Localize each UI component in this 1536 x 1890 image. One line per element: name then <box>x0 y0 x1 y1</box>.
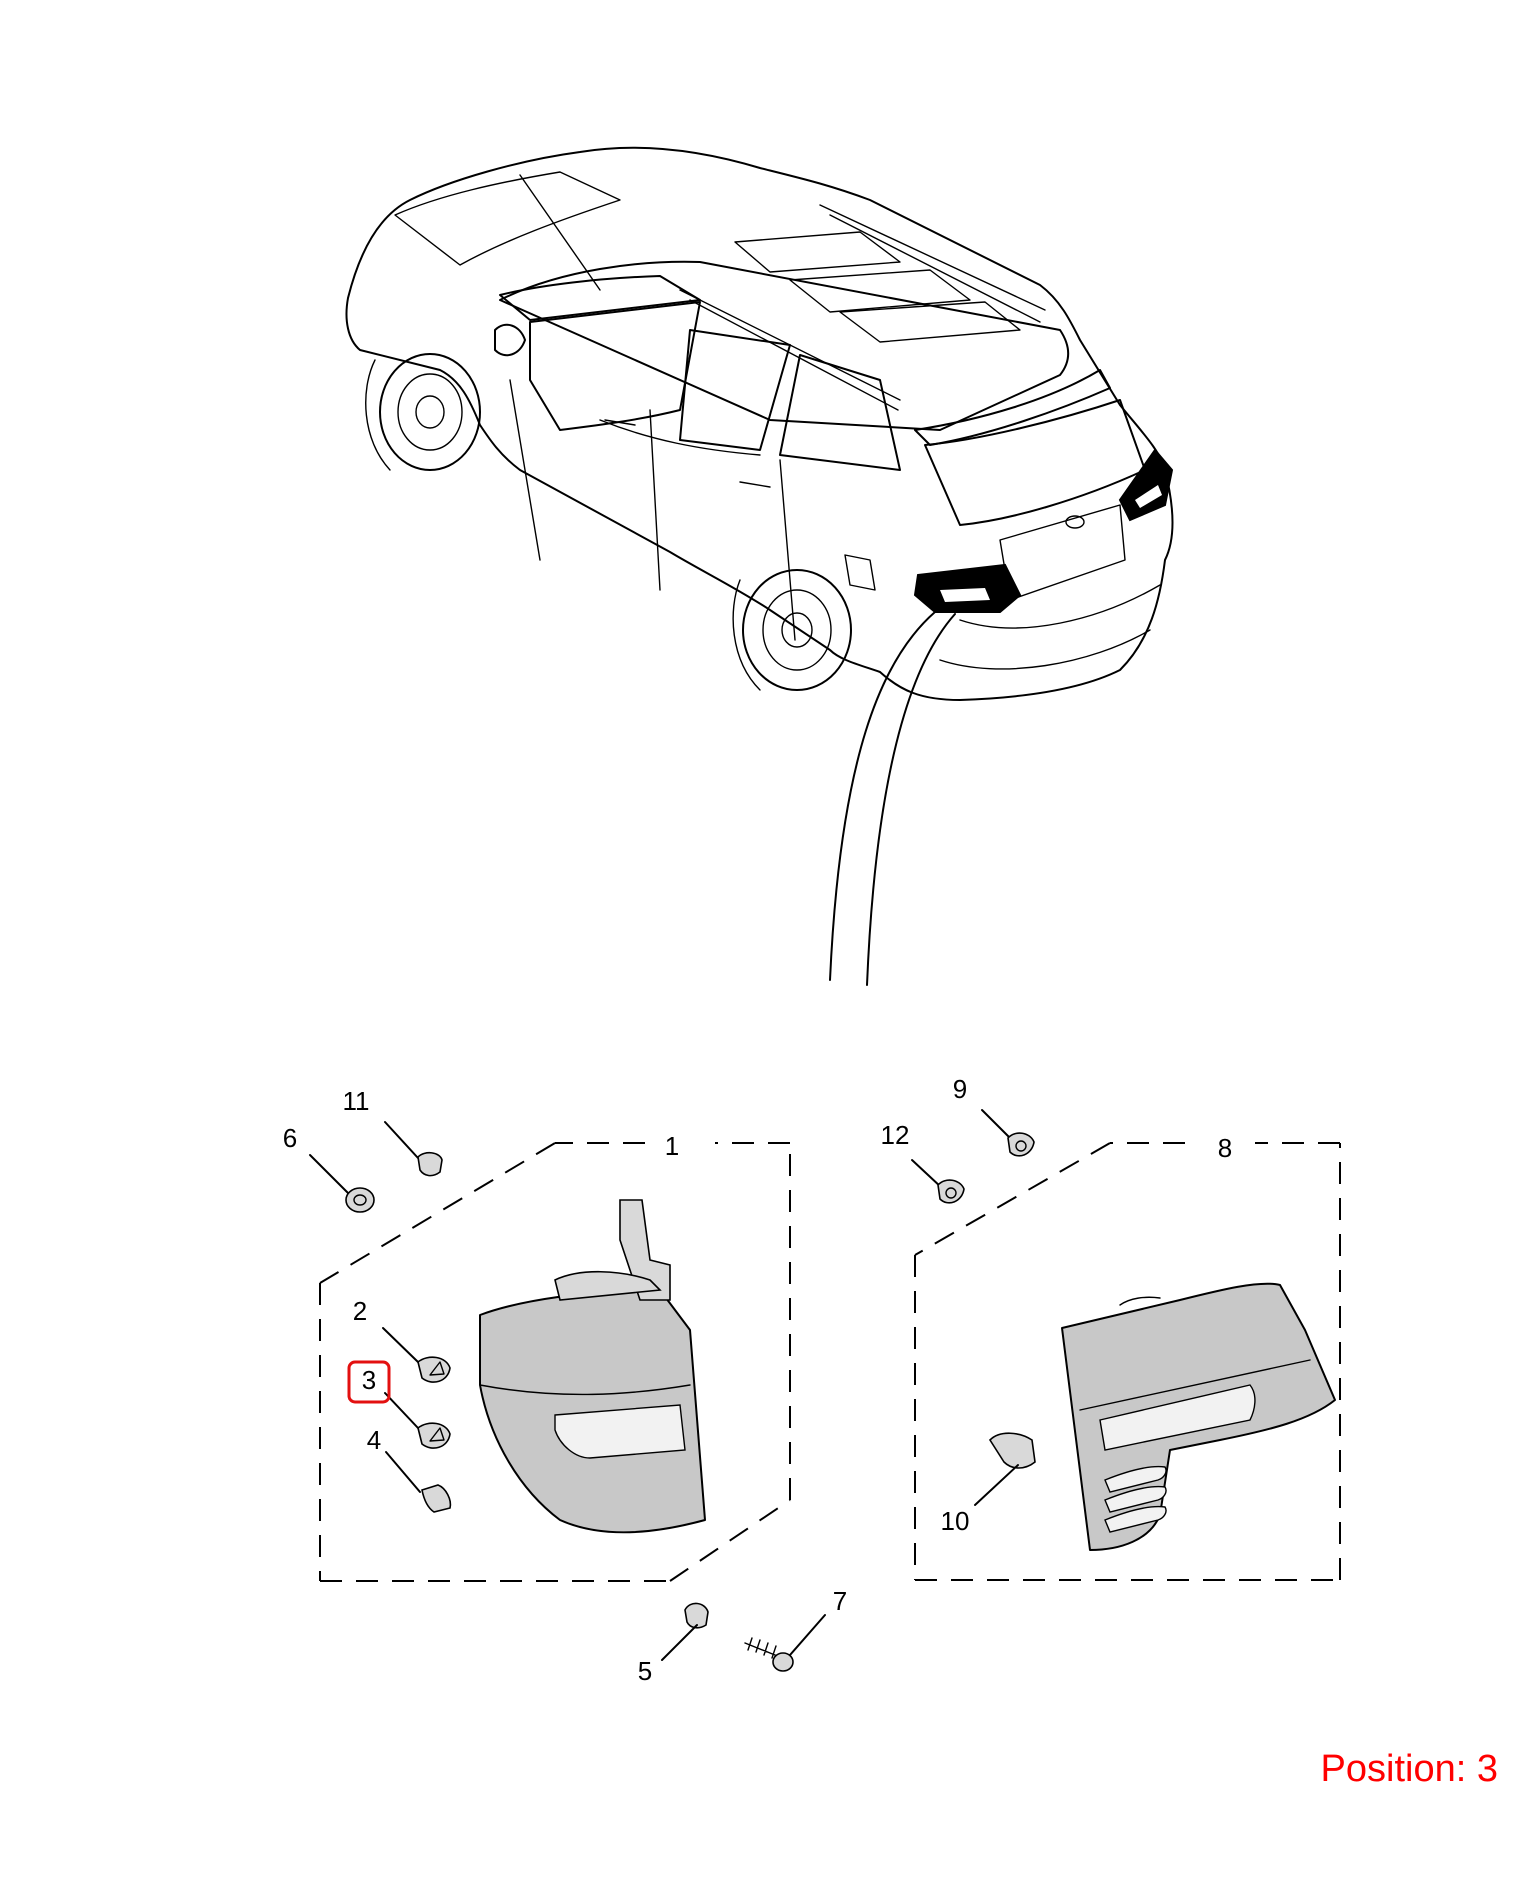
callout-12: 12 <box>881 1120 910 1150</box>
right-rear-lamp-assembly <box>914 1142 1341 1581</box>
part-6-clip <box>345 1187 375 1213</box>
callout-2: 2 <box>353 1296 367 1326</box>
part-5-nut <box>684 1602 709 1629</box>
part-9-nut <box>1007 1132 1035 1157</box>
callout-7: 7 <box>833 1586 847 1616</box>
part-7-screw <box>744 1637 781 1659</box>
callout-10: 10 <box>941 1506 970 1536</box>
callout-5: 5 <box>638 1656 652 1686</box>
position-label: Position: 3 <box>1320 1748 1498 1790</box>
callout-11: 11 <box>343 1086 370 1116</box>
callout-8: 8 <box>1218 1133 1232 1163</box>
vehicle-illustration <box>345 146 1174 986</box>
callout-4: 4 <box>367 1425 381 1455</box>
part-11-grommet <box>417 1151 443 1177</box>
callout-1: 1 <box>665 1131 679 1161</box>
callout-6: 6 <box>283 1123 297 1153</box>
part-10-cap <box>988 1432 1036 1469</box>
part-4-bulb <box>421 1484 452 1513</box>
callout-labels: 1 2 3 4 5 6 7 8 9 10 11 12 <box>283 1074 1232 1686</box>
callout-3[interactable]: 3 <box>362 1365 376 1395</box>
right-small-parts <box>911 1109 1036 1506</box>
left-small-parts <box>309 1121 826 1672</box>
part-12-nut <box>937 1179 965 1204</box>
left-tail-lamp-assembly <box>319 1142 791 1582</box>
selected-callout-highlight <box>347 1360 391 1404</box>
callout-9: 9 <box>953 1074 967 1104</box>
